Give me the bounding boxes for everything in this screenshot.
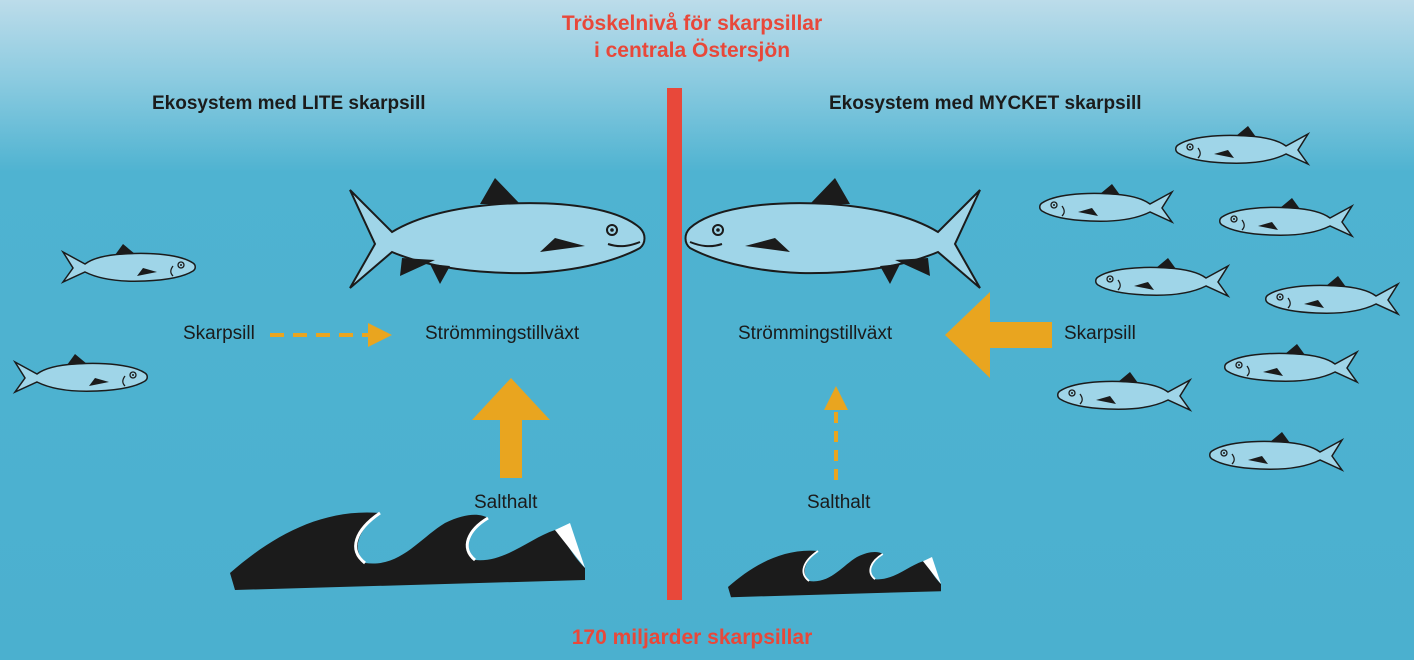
left-wave-large <box>230 512 585 590</box>
left-growth-label: Strömmingstillväxt <box>425 323 579 345</box>
right-growth-label: Strömmingstillväxt <box>738 323 892 345</box>
right-sprat-7 <box>1058 372 1190 410</box>
left-sprat-2 <box>15 354 147 392</box>
right-sprat-label: Skarpsill <box>1064 323 1136 345</box>
right-sprat-6 <box>1225 344 1357 382</box>
right-wave-small <box>728 551 941 598</box>
left-sprat-label: Skarpsill <box>183 323 255 345</box>
right-salinity-label: Salthalt <box>807 492 870 514</box>
right-sprat-5 <box>1266 276 1398 314</box>
right-sprat-arrow-solid <box>945 292 1052 378</box>
left-sprat-1 <box>63 244 195 282</box>
left-salinity-arrow-solid <box>472 378 550 478</box>
right-sprat-3 <box>1220 198 1352 236</box>
right-sprat-2 <box>1040 184 1172 222</box>
threshold-footer: 170 miljarder skarpsillar <box>0 626 1384 650</box>
right-sprat-8 <box>1210 432 1342 470</box>
right-sprat-1 <box>1176 126 1308 164</box>
right-herring-large <box>686 178 981 288</box>
left-herring-large <box>350 178 645 288</box>
right-sprat-4 <box>1096 258 1228 296</box>
left-salinity-label: Salthalt <box>474 492 537 514</box>
